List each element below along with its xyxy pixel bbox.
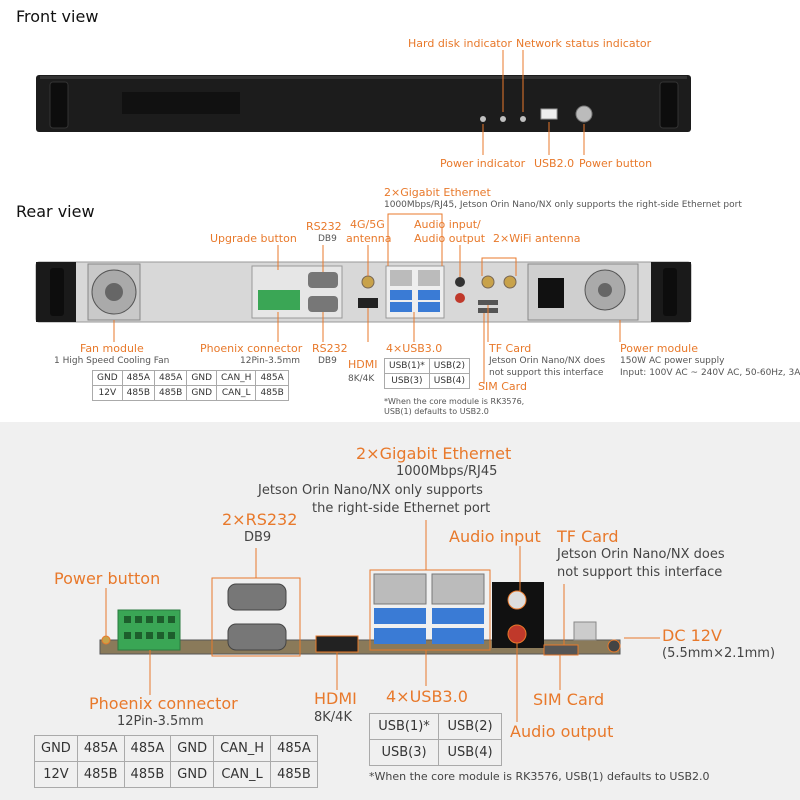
pin-cell: 485A	[76, 735, 125, 762]
table-row: 12V 485B 485B GND CAN_L 485B	[34, 761, 318, 788]
detail-gbe-sub-2: Jetson Orin Nano/NX only supports	[258, 483, 483, 498]
pin-cell: 485B	[76, 761, 125, 788]
detail-pin-table: GND 485A 485A GND CAN_H 485A 12V 485B 48…	[34, 735, 318, 788]
pin-cell: 485A	[270, 735, 318, 762]
detail-hdmi-label: HDMI	[314, 689, 357, 708]
detail-gbe-sub-3: the right-side Ethernet port	[312, 501, 491, 516]
rear-chassis-drawing	[35, 213, 692, 384]
rear-tf-label: TF Card	[489, 342, 532, 355]
usb-cell: USB(4)	[428, 373, 470, 389]
rs232-bottom-label: RS232	[312, 342, 348, 355]
audio-label-2: Audio output	[414, 232, 486, 245]
detail-audio-output-label: Audio output	[510, 722, 614, 741]
rs232-top-sub: DB9	[318, 234, 337, 244]
rs232-bottom-sub: DB9	[318, 356, 337, 366]
usb-cell: USB(4)	[438, 739, 502, 766]
front-power-button	[575, 105, 593, 123]
pin-cell: GND	[170, 761, 215, 788]
power-indicator-label: Power indicator	[440, 157, 526, 170]
pin-cell: CAN_H	[213, 735, 272, 762]
rear-pin-table: GND 485A 485A GND CAN_H 485A 12V 485B 48…	[92, 370, 289, 401]
rear-gbe-subtitle: 1000Mbps/RJ45, Jetson Orin Nano/NX only …	[384, 200, 742, 210]
detail-note: *When the core module is RK3576, USB(1) …	[369, 770, 710, 783]
rear-view-title: Rear view	[16, 202, 95, 221]
net-indicator-label: Network status indicator	[516, 37, 652, 50]
net-indicator-led	[520, 116, 526, 122]
audio-label-1: Audio input/	[414, 218, 481, 231]
front-chassis-drawing	[36, 50, 691, 155]
detail-dc-label: DC 12V	[662, 626, 722, 645]
pin-cell: 485A	[123, 735, 172, 762]
wifi-antenna-label: 2×WiFi antenna	[493, 232, 581, 245]
rear-phoenix-label: Phoenix connector	[200, 342, 303, 355]
front-view-title: Front view	[16, 7, 99, 26]
power-indicator-led	[480, 116, 486, 122]
fan-module-sub: 1 High Speed Cooling Fan	[54, 356, 170, 366]
front-usb-label: USB2.0	[534, 157, 575, 170]
hdd-indicator-led	[500, 116, 506, 122]
pin-cell: GND	[34, 735, 78, 762]
rear-note-2: USB(1) defaults to USB2.0	[384, 407, 489, 416]
rear-hdmi-sub: 8K/4K	[348, 374, 375, 384]
antenna-4g-label-2: antenna	[346, 232, 392, 245]
rear-sim-label: SIM Card	[478, 380, 527, 393]
detail-phoenix-label: Phoenix connector	[89, 694, 238, 713]
hdd-indicator-label: Hard disk indicator	[408, 37, 512, 50]
detail-audio-input-label: Audio input	[449, 527, 541, 546]
detail-phoenix-sub: 12Pin-3.5mm	[117, 714, 204, 729]
detail-tf-sub-2: not support this interface	[557, 565, 723, 580]
rear-usb3-label: 4×USB3.0	[386, 342, 443, 355]
front-usb-port	[540, 108, 558, 120]
detail-sim-label: SIM Card	[533, 690, 605, 709]
power-module-sub-2: Input: 100V AC ~ 240V AC, 50-60Hz, 3A	[620, 368, 800, 378]
detail-usb-table: USB(1)* USB(2) USB(3) USB(4)	[369, 713, 502, 766]
detail-dc-sub: (5.5mm×2.1mm)	[662, 646, 776, 661]
detail-rs232-label: 2×RS232	[222, 510, 298, 529]
table-row: USB(1)* USB(2)	[369, 713, 502, 740]
pin-cell: 485B	[153, 385, 188, 401]
usb-cell: USB(2)	[438, 713, 502, 740]
detail-power-button-label: Power button	[54, 569, 161, 588]
front-power-button-label: Power button	[579, 157, 653, 170]
pin-cell: 12V	[34, 761, 78, 788]
detail-hdmi-sub: 8K/4K	[314, 710, 352, 725]
rear-tf-sub-1: Jetson Orin Nano/NX does	[489, 356, 606, 366]
rear-usb-table: USB(1)* USB(2) USB(3) USB(4)	[384, 358, 470, 389]
detail-tf-sub-1: Jetson Orin Nano/NX does	[557, 547, 725, 562]
detail-rs232-sub: DB9	[244, 530, 272, 545]
pin-cell: 485B	[270, 761, 318, 788]
pin-cell: CAN_L	[215, 385, 257, 401]
front-vent	[122, 92, 240, 114]
rear-hdmi-label: HDMI	[348, 358, 378, 371]
table-row: GND 485A 485A GND CAN_H 485A	[92, 370, 289, 386]
pin-cell: 485B	[255, 385, 289, 401]
detail-gbe-title: 2×Gigabit Ethernet	[356, 444, 512, 463]
power-module-sub-1: 150W AC power supply	[620, 356, 725, 366]
power-module-label: Power module	[620, 342, 698, 355]
detail-tf-label: TF Card	[557, 527, 619, 546]
detail-usb3-label: 4×USB3.0	[386, 687, 468, 706]
rs232-top-label: RS232	[306, 220, 342, 233]
rear-gbe-title: 2×Gigabit Ethernet	[384, 186, 491, 199]
rear-tf-sub-2: not support this interface	[489, 368, 604, 378]
detail-gbe-sub-1: 1000Mbps/RJ45	[396, 464, 498, 479]
pin-cell: 485B	[123, 761, 172, 788]
table-row: USB(3) USB(4)	[384, 373, 470, 389]
upgrade-button-label: Upgrade button	[210, 232, 297, 245]
table-row: GND 485A 485A GND CAN_H 485A	[34, 735, 318, 762]
rear-note-1: *When the core module is RK3576,	[384, 397, 525, 406]
usb-cell: USB(1)*	[369, 713, 439, 740]
rear-phoenix-sub: 12Pin-3.5mm	[240, 356, 300, 366]
pin-cell: CAN_L	[213, 761, 272, 788]
table-row: USB(3) USB(4)	[369, 739, 502, 766]
pin-cell: GND	[170, 735, 215, 762]
antenna-4g-label-1: 4G/5G	[350, 218, 385, 231]
fan-module-label: Fan module	[80, 342, 144, 355]
usb-cell: USB(3)	[369, 739, 439, 766]
table-row: 12V 485B 485B GND CAN_L 485B	[92, 385, 289, 401]
